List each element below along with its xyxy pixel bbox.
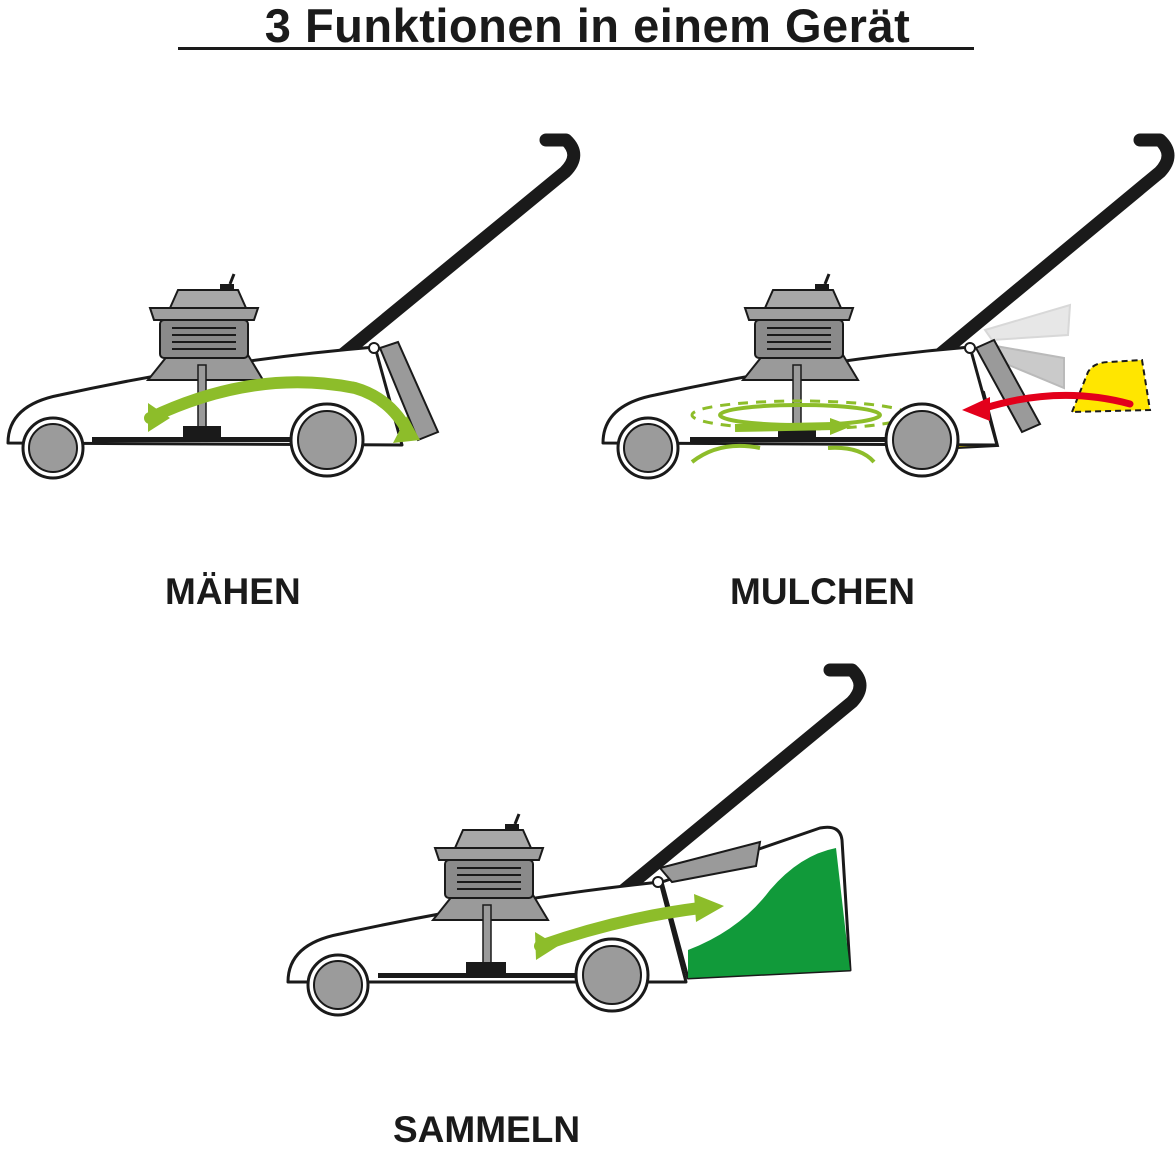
label-mulchen: MULCHEN [730, 571, 915, 612]
cutting-blade [378, 973, 590, 978]
cutting-blade [690, 437, 905, 442]
engine-icon [146, 272, 265, 382]
collected-grass [688, 848, 850, 978]
engine-icon [741, 272, 860, 382]
mower-collecting [286, 663, 867, 1017]
pivot-icon [652, 876, 664, 888]
insert-arrow [981, 391, 1134, 412]
rear-wheel-icon [884, 402, 960, 478]
mower-mowing [6, 133, 581, 480]
grass-flow-arrow [144, 376, 414, 438]
label-maehen: MÄHEN [165, 571, 301, 612]
blade-shaft [792, 364, 802, 428]
handle-bar [617, 663, 867, 897]
cutting-blade [92, 437, 307, 442]
ghost-flap-top [983, 303, 1072, 342]
front-wheel-icon [21, 416, 85, 480]
front-wheel-icon [616, 416, 680, 480]
mower-mulching [601, 133, 1175, 480]
mulch-plug-outline [1070, 358, 1152, 414]
handle-bar [926, 133, 1175, 367]
title-underline [178, 47, 974, 50]
arrow-head [962, 397, 990, 421]
arrow-head [694, 894, 724, 922]
pivot-icon [964, 342, 976, 354]
rear-wheel-icon [289, 402, 365, 478]
arrow-head [393, 416, 420, 443]
blade-shaft [482, 904, 492, 966]
blade-hub [466, 962, 506, 974]
grass-flow-arrow [534, 902, 706, 952]
handle-bar [329, 133, 581, 367]
deflector-flap [378, 340, 440, 442]
blade-hub [183, 426, 221, 438]
bag-lid [658, 840, 762, 884]
front-wheel-icon [306, 953, 370, 1017]
engine-icon [431, 812, 550, 922]
page-title: 3 Funktionen in einem Gerät [264, 0, 911, 52]
pivot-icon [368, 342, 380, 354]
label-sammeln: SAMMELN [393, 1109, 581, 1150]
rear-wheel-icon [574, 937, 650, 1013]
